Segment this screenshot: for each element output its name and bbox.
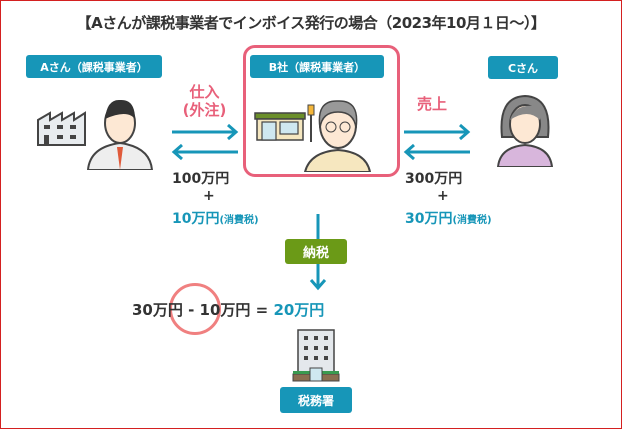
party-a-label: Aさん（課税事業者）	[26, 55, 162, 78]
right-tax-amount: 30万円(消費税)	[405, 208, 492, 228]
right-tax-value: 30万円	[405, 211, 453, 227]
left-base-amount: 100万円	[172, 171, 230, 187]
party-c-label: Cさん	[488, 56, 558, 79]
tax-office-building-icon	[292, 329, 340, 382]
arrows-b-c	[403, 123, 471, 161]
party-b-highlight	[243, 45, 400, 177]
tax-payment-label: 納税	[285, 239, 347, 264]
sales-label: 売上	[416, 95, 447, 113]
arrow-right-icon	[172, 123, 239, 141]
arrows-a-b	[171, 123, 239, 161]
arrow-left-icon	[403, 143, 470, 161]
shop-owner-icon	[254, 100, 372, 172]
left-plus: +	[203, 188, 215, 204]
right-base-amount: 300万円	[405, 171, 463, 187]
equation-lhs: 30万円 - 10万円 =	[132, 301, 274, 319]
diagram-title: 【Aさんが課税事業者でインボイス発行の場合（2023年10月１日～）】	[76, 14, 546, 32]
left-tax-note: (消費税)	[219, 215, 259, 226]
arrow-right-icon	[404, 123, 471, 141]
equation-result: 20万円	[273, 301, 325, 319]
arrow-left-icon	[171, 143, 238, 161]
left-tax-value: 10万円	[172, 211, 220, 227]
left-tax-amount: 10万円(消費税)	[172, 208, 259, 228]
right-tax-note: (消費税)	[452, 215, 492, 226]
purchase-label: 仕入 (外注)	[172, 83, 237, 119]
customer-icon	[496, 94, 554, 167]
factory-worker-icon	[37, 99, 154, 170]
highlight-circle	[169, 283, 221, 335]
party-b-label: B社（課税事業者）	[250, 55, 384, 78]
purchase-text: 仕入	[189, 83, 220, 101]
right-plus: +	[437, 188, 449, 204]
outsourcing-text: (外注)	[182, 101, 227, 119]
tax-office-label: 税務署	[280, 387, 352, 413]
tax-equation: 30万円 - 10万円 = 20万円	[132, 299, 324, 320]
